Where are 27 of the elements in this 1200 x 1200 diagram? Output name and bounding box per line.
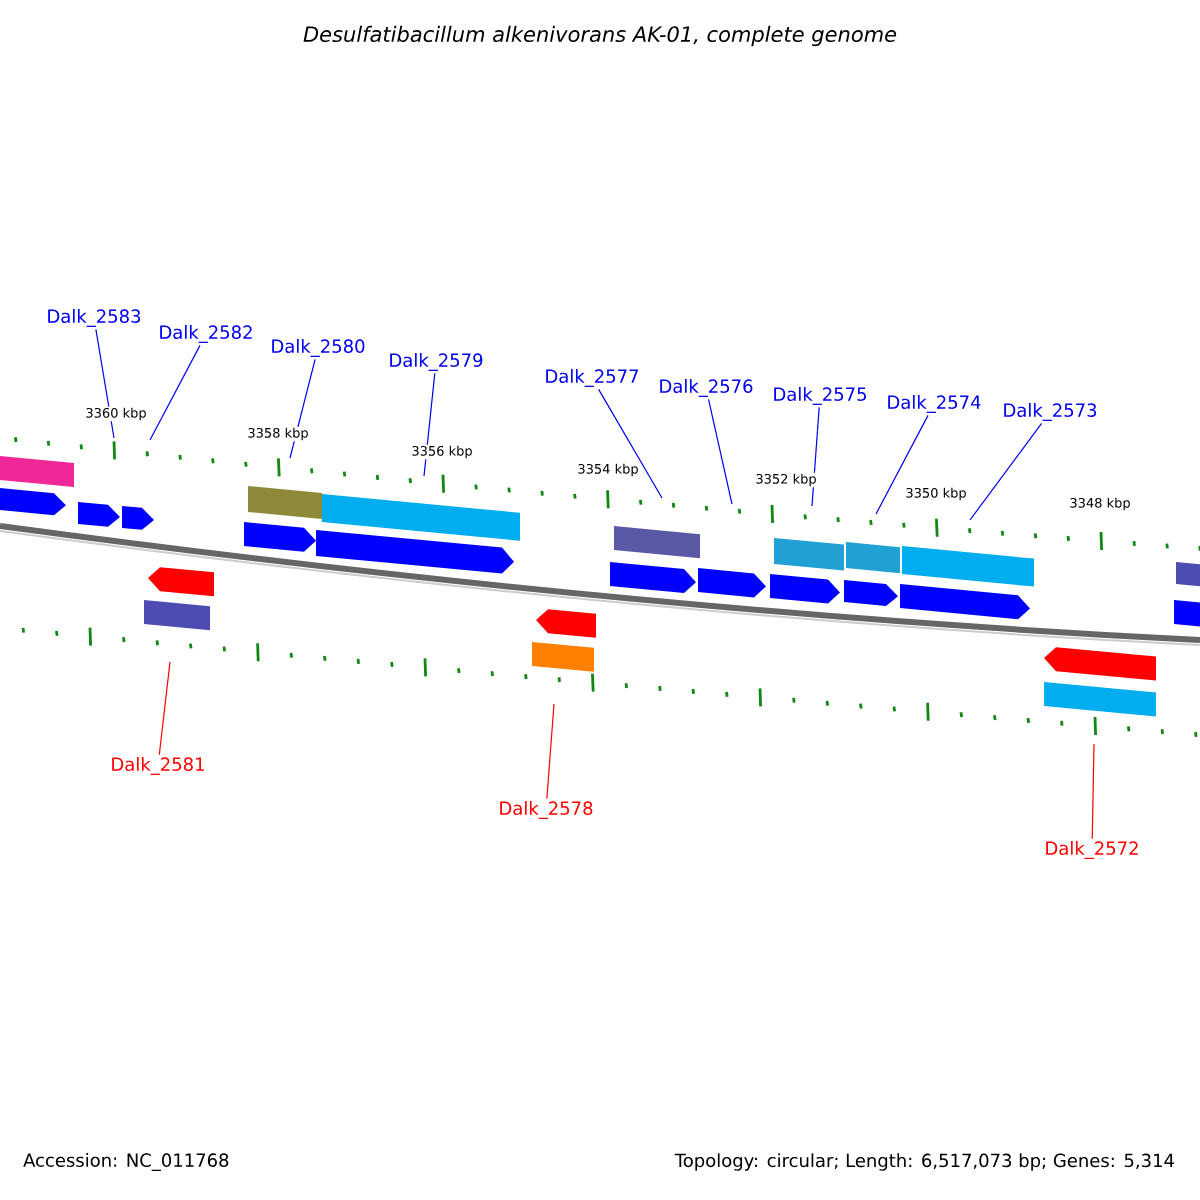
title: Desulfatibacillum alkenivorans AK-01, complete genome [303, 25, 897, 47]
leader-line [875, 414, 929, 515]
leader-line [95, 328, 115, 439]
gene-label: Dalk_2573 [1004, 403, 1097, 421]
gene-label: Dalk_2579 [390, 353, 483, 371]
leader-line [969, 422, 1043, 521]
gene-label: Dalk_2577 [546, 369, 638, 387]
leader-line [423, 372, 436, 477]
gene-label: Dalk_2581 [112, 757, 204, 775]
leader-line [149, 344, 201, 441]
leader-line [811, 406, 820, 507]
leader-line [289, 358, 316, 459]
gene-label: Dalk_2582 [160, 325, 252, 343]
gene-label: Dalk_2574 [888, 395, 981, 413]
footer-text: Accession: NC_011768 [23, 1153, 229, 1171]
gene-label: Dalk_2578 [500, 801, 593, 819]
gene-label: Dalk_2572 [1046, 841, 1138, 859]
gene-label: Dalk_2583 [48, 309, 141, 327]
leader-line [707, 398, 733, 505]
leader-line [158, 661, 171, 756]
leader-line [1091, 743, 1095, 840]
gene-label: Dalk_2575 [774, 387, 866, 405]
gene-label: Dalk_2576 [660, 379, 753, 397]
gene-label: Dalk_2580 [272, 339, 365, 357]
leader-line [546, 703, 555, 800]
leader-line [598, 388, 663, 499]
footer-text: Topology: circular; Length: 6,517,073 bp; Genes: 5,314 [674, 1153, 1174, 1171]
